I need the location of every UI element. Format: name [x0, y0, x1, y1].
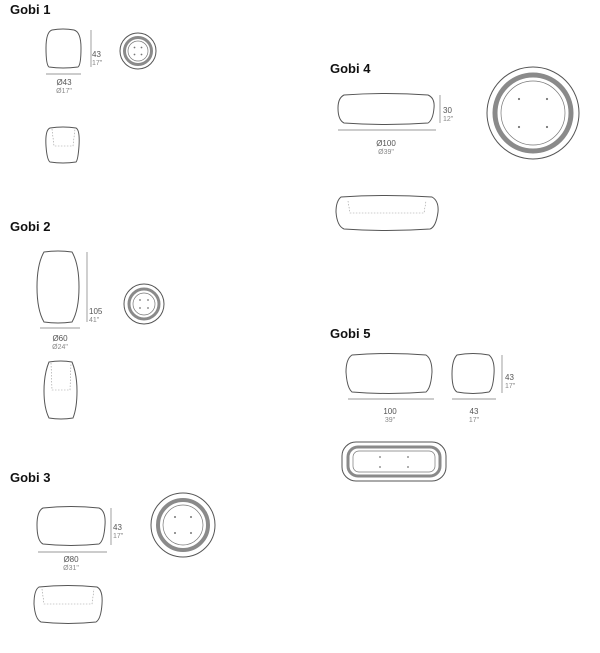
- gobi-5-height-dim: 43 17": [505, 373, 516, 390]
- gobi-5-top-view: [341, 441, 447, 482]
- gobi-3-height-dim: 43 17": [113, 523, 124, 540]
- gobi-4-side-view: [337, 93, 441, 125]
- gobi-1-height-dim: 43 17": [92, 50, 103, 67]
- gobi-3-side-view: [36, 506, 112, 546]
- gobi-1-top-view: [119, 32, 157, 70]
- gobi-5-title: Gobi 5: [330, 326, 371, 341]
- gobi-2-side-view: [36, 250, 88, 324]
- gobi-1-title: Gobi 1: [10, 2, 51, 17]
- gobi-5-length-dim: 100 39": [383, 407, 397, 424]
- gobi-2-title: Gobi 2: [10, 219, 51, 234]
- gobi-1-diameter-dim: Ø43 Ø17": [56, 78, 72, 95]
- gobi-5-end-view: [451, 353, 503, 394]
- gobi-5-width-line: [452, 398, 496, 400]
- gobi-2-transparent-view: [43, 360, 78, 420]
- gobi-4-width-line: [338, 129, 436, 131]
- gobi-5-width-dim: 43 17": [468, 407, 480, 424]
- gobi-1-side-view: [45, 28, 92, 69]
- gobi-4-title: Gobi 4: [330, 61, 371, 76]
- gobi-2-top-view: [123, 283, 165, 325]
- gobi-2-width-line: [40, 327, 80, 329]
- gobi-3-diameter-dim: Ø80 Ø31": [63, 555, 79, 572]
- gobi-1-width-line: [46, 73, 81, 75]
- gobi-1-transparent-view: [45, 126, 80, 164]
- gobi-3-transparent-view: [33, 585, 103, 624]
- gobi-4-height-dim: 30 12": [443, 106, 454, 123]
- gobi-4-transparent-view: [335, 195, 439, 231]
- gobi-2-height-dim: 105 41": [89, 307, 103, 324]
- gobi-5-side-view: [345, 353, 433, 394]
- gobi-4-diameter-dim: Ø100 Ø39": [376, 139, 396, 156]
- gobi-5-length-line: [348, 398, 434, 400]
- gobi-3-title: Gobi 3: [10, 470, 51, 485]
- gobi-2-diameter-dim: Ø60 Ø24": [52, 334, 68, 351]
- gobi-3-top-view: [150, 492, 216, 558]
- gobi-3-width-line: [38, 551, 107, 553]
- gobi-4-top-view: [486, 66, 580, 160]
